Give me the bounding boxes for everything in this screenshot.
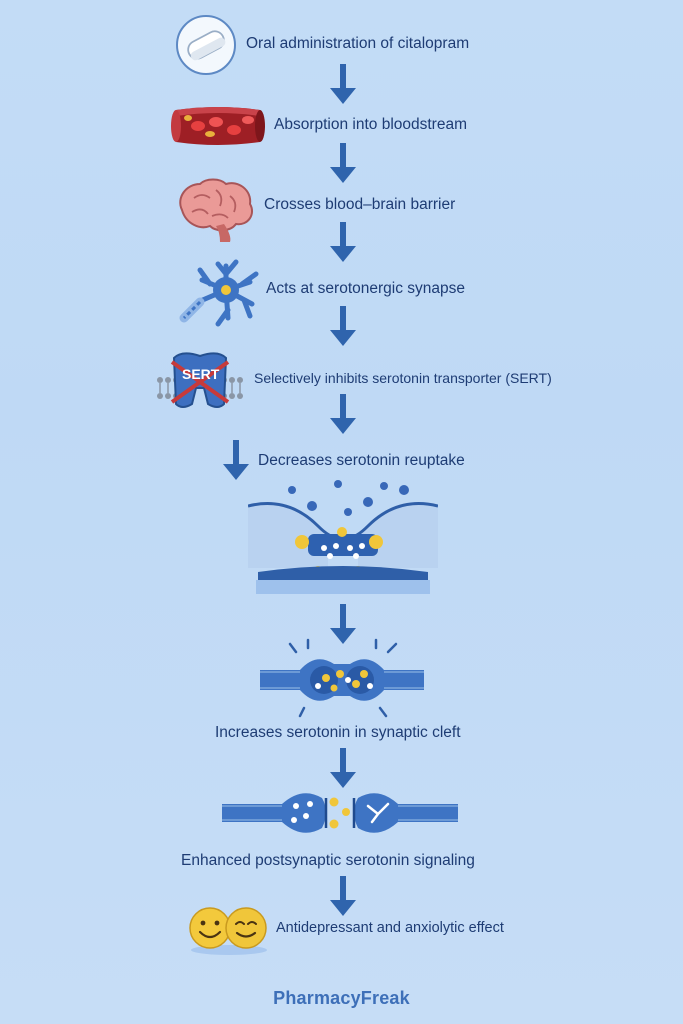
step-label-absorption: Absorption into bloodstream	[274, 116, 468, 133]
down-arrow-icon	[330, 306, 356, 346]
step-label-antidepressant-effect: Antidepressant and anxiolytic effect	[276, 920, 504, 936]
blood-vessel-icon	[170, 104, 266, 148]
sert-transporter-icon: SERT	[152, 348, 248, 412]
down-arrow-icon	[330, 222, 356, 262]
down-arrow-icon	[330, 64, 356, 104]
synapse-reuptake-icon	[247, 476, 439, 596]
step-label-oral-administration: Oral administration of citalopram	[246, 35, 470, 52]
down-arrow-icon	[330, 394, 356, 434]
down-arrow-icon	[330, 748, 356, 788]
down-arrow-icon	[330, 876, 356, 916]
step-label-inhibits-sert: Selectively inhibits serotonin transport…	[254, 370, 552, 386]
step-label-serotonergic-synapse: Acts at serotonergic synapse	[266, 280, 466, 297]
brand-logo-text: PharmacyFreak	[273, 988, 410, 1008]
postsynaptic-signal-icon	[222, 782, 458, 844]
down-arrow-icon	[223, 440, 249, 480]
step-label-postsynaptic-signaling: Enhanced postsynaptic serotonin signalin…	[181, 852, 475, 869]
step-label-decreases-reuptake: Decreases serotonin reuptake	[258, 452, 465, 469]
brain-icon	[172, 176, 258, 244]
synaptic-cleft-icon	[260, 638, 424, 718]
step-label-blood-brain-barrier: Crosses blood–brain barrier	[264, 196, 456, 213]
down-arrow-icon	[330, 143, 356, 183]
step-label-increases-serotonin: Increases serotonin in synaptic cleft	[215, 724, 461, 741]
down-arrow-icon	[330, 604, 356, 644]
smiley-faces-icon	[186, 902, 272, 956]
pill-icon	[175, 14, 237, 76]
neuron-icon	[178, 258, 262, 328]
sert-text: SERT	[182, 366, 220, 382]
